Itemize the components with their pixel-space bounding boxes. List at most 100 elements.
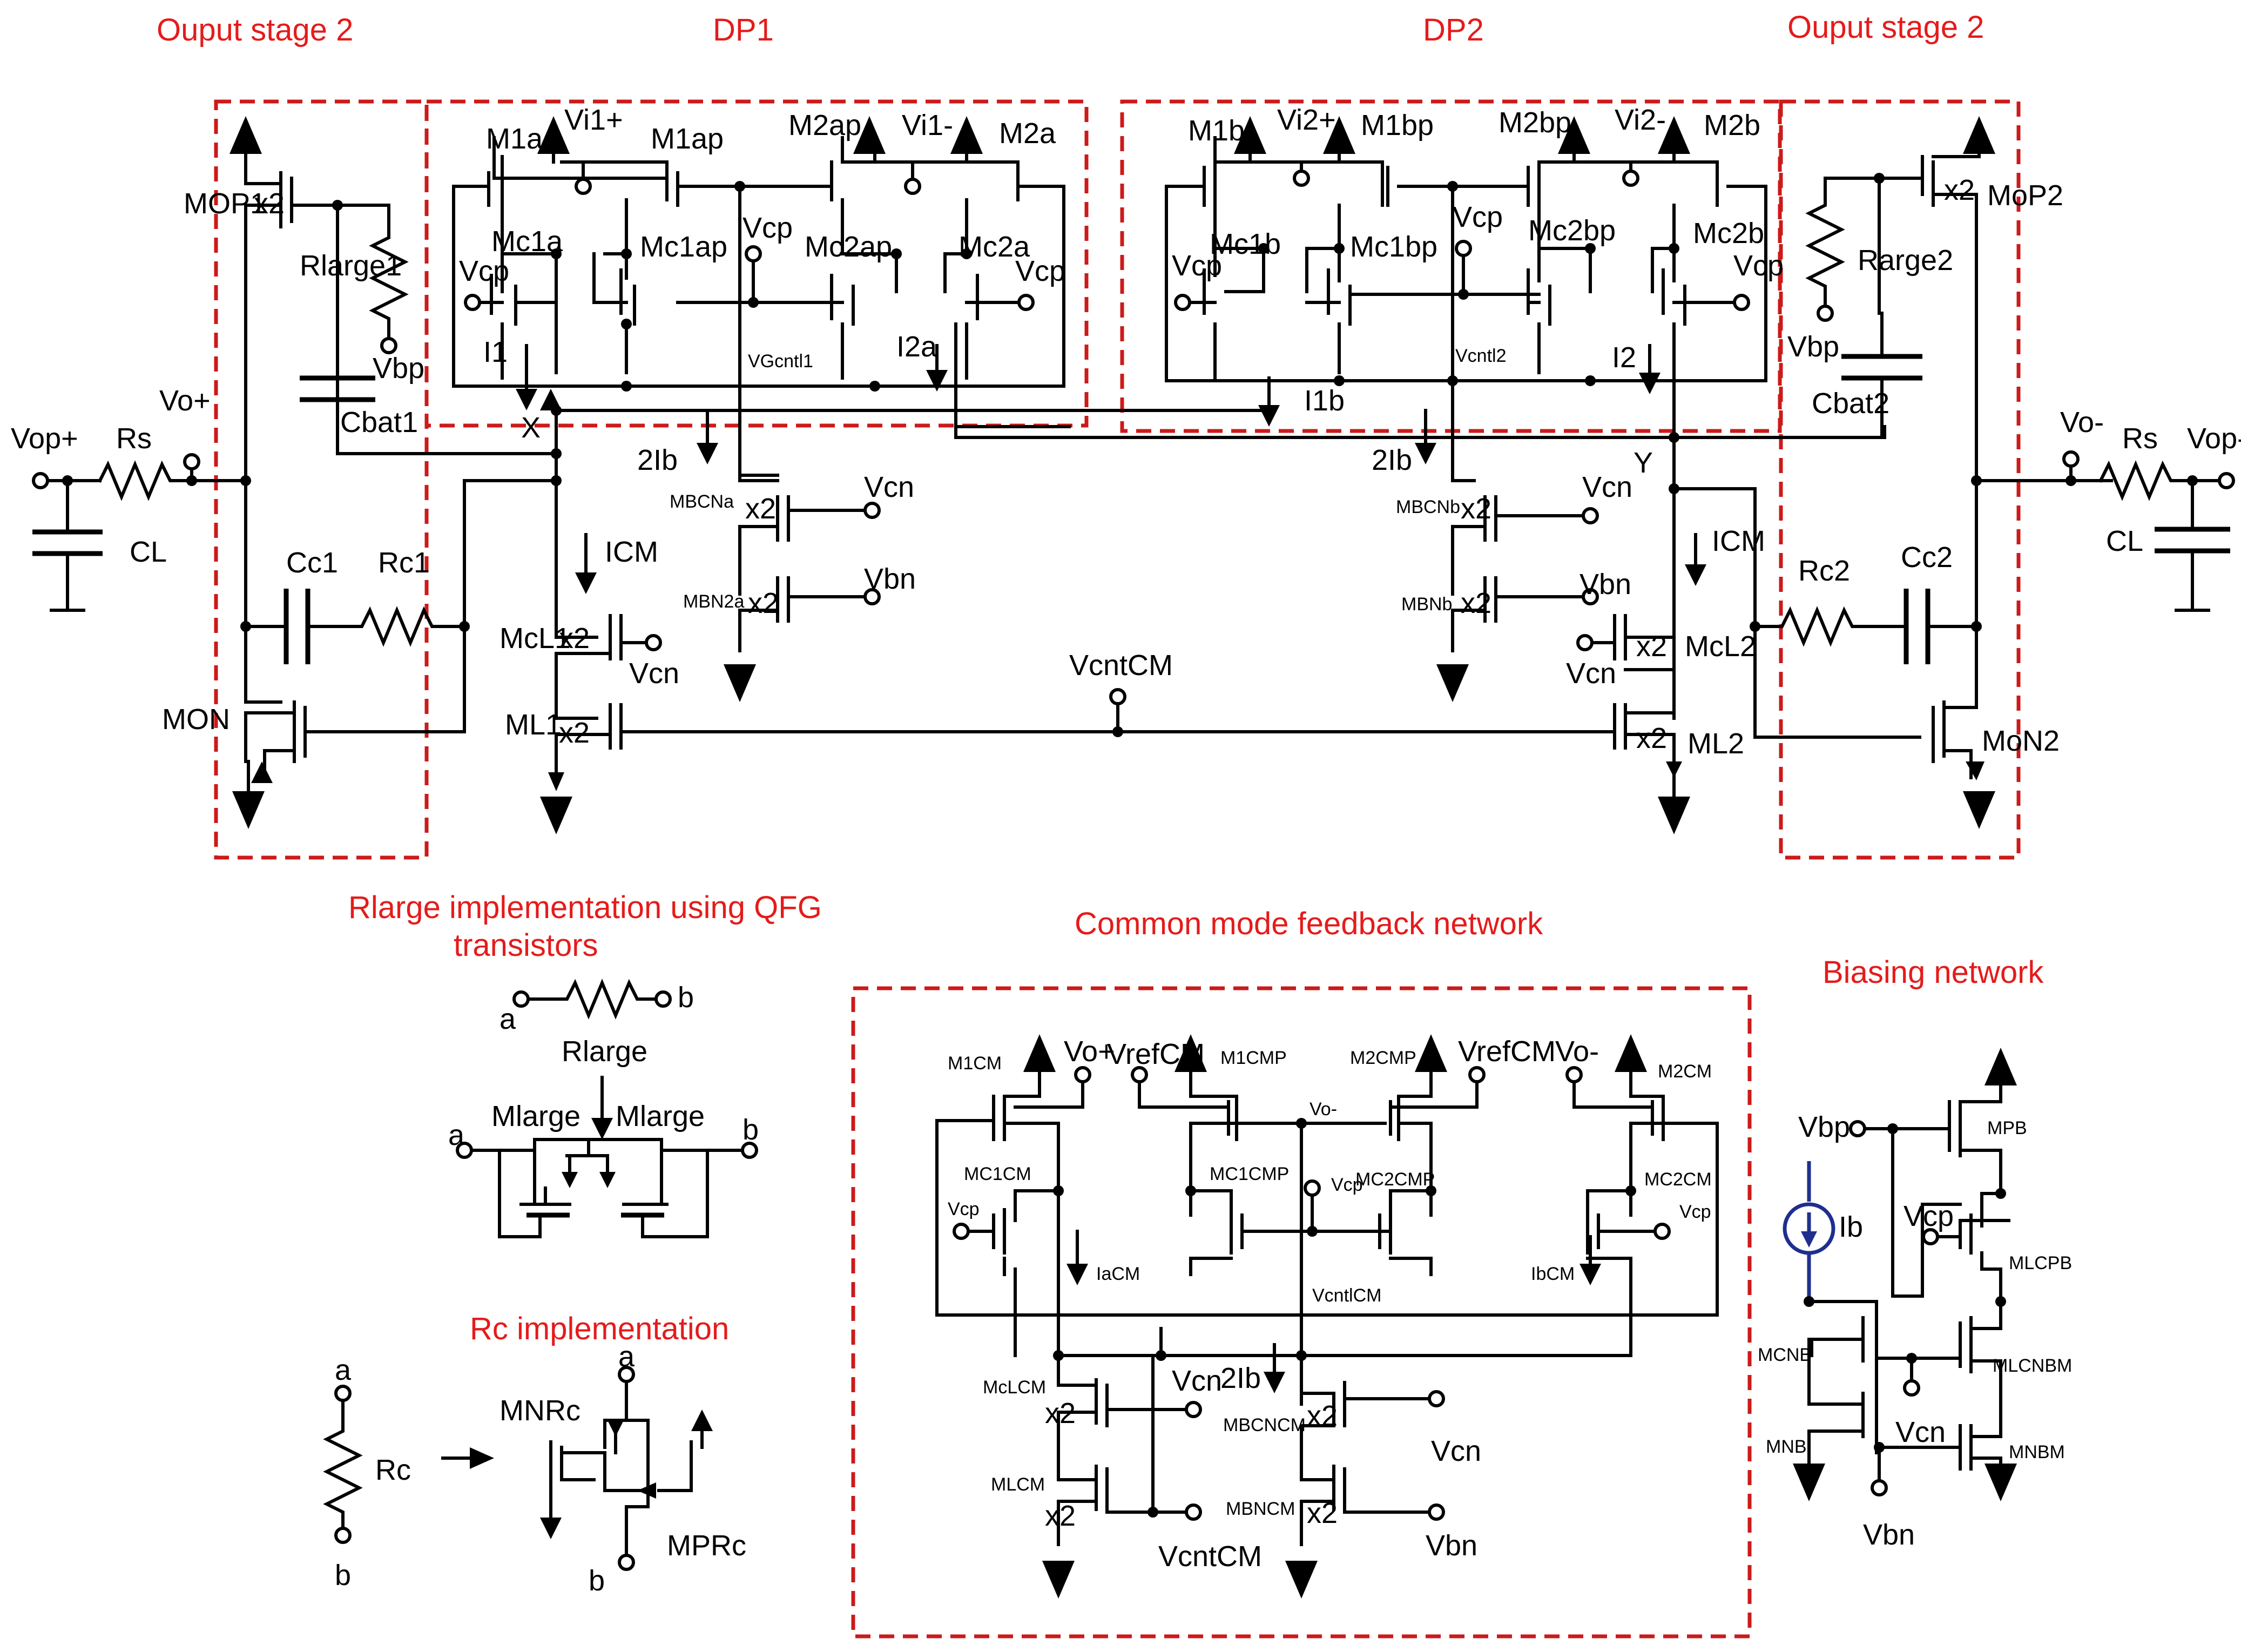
title-output-stage-right: Ouput stage 2: [1787, 10, 1984, 45]
label-m2cmp: M2CMP: [1350, 1048, 1416, 1068]
label-m1bp: M1bp: [1361, 109, 1434, 141]
rc-impl-terminal-b[interactable]: [618, 1554, 635, 1571]
rc-terminal-a[interactable]: [334, 1385, 352, 1402]
vrefcm-terminal-right[interactable]: [1468, 1066, 1486, 1083]
vcp-terminal-cmfb-right[interactable]: [1653, 1223, 1671, 1240]
vbp-terminal-bias[interactable]: [1849, 1120, 1866, 1137]
label-vi1m: Vi1-: [902, 109, 953, 141]
vcp-terminal-dp2-left[interactable]: [1174, 294, 1191, 311]
label-mbncm: MBNCM: [1226, 1499, 1295, 1519]
label-vcntcm-main: VcntCM: [1069, 649, 1173, 682]
title-output-stage-left: Ouput stage 2: [157, 12, 353, 48]
label-mlcpb: MLCPB: [2009, 1253, 2072, 1273]
vcp-terminal-dp1-right[interactable]: [1017, 294, 1035, 311]
vcn-terminal-mbcncm[interactable]: [1428, 1390, 1445, 1407]
label-vop-plus: Vop+: [11, 422, 78, 455]
label-rc-b: b: [335, 1559, 351, 1592]
label-vbp-right: Vbp: [1787, 331, 1839, 363]
label-x: X: [521, 412, 541, 444]
label-cbat2: Cbat2: [1812, 387, 1889, 420]
label-2ib-cmfb: 2Ib: [1220, 1362, 1261, 1394]
label-rs-right: Rs: [2122, 422, 2158, 455]
label-rc2: Rc2: [1798, 555, 1850, 587]
vbn-terminal-mbncm[interactable]: [1428, 1503, 1445, 1521]
vbn-terminal-mbnb[interactable]: [1582, 588, 1599, 605]
rc-implementation: [323, 1366, 713, 1571]
vi1m-terminal[interactable]: [904, 178, 921, 195]
cmfb-network: [935, 1034, 1719, 1599]
label-vcntl2: Vcntl2: [1455, 346, 1507, 366]
rlarge-terminal-b[interactable]: [654, 990, 672, 1008]
vcn-terminal-mcl1[interactable]: [645, 634, 662, 651]
vcntcm-terminal-cmfb[interactable]: [1185, 1503, 1202, 1521]
label-mon2: MoN2: [1982, 725, 2060, 757]
label-mclcm-x2: x2: [1045, 1397, 1076, 1430]
vo-plus-terminal-cmfb[interactable]: [1074, 1066, 1091, 1083]
label-m1b: M1b: [1188, 114, 1245, 147]
label-vcp-dp2-left: Vcp: [1172, 250, 1222, 282]
vcp-terminal-cmfb-mid[interactable]: [1304, 1179, 1321, 1197]
rc-terminal-b[interactable]: [334, 1527, 352, 1544]
vcn-terminal-bias[interactable]: [1903, 1379, 1920, 1397]
label-vcp-bias: Vcp: [1904, 1200, 1954, 1232]
label-m1ap: M1ap: [651, 123, 724, 155]
label-vcn-mclcm: Vcn: [1172, 1365, 1222, 1397]
label-cc1: Cc1: [286, 547, 338, 579]
label-mbnb: MBNb: [1401, 594, 1452, 615]
label-vbn-bias: Vbn: [1863, 1519, 1915, 1551]
label-icm-left: ICM: [605, 536, 658, 568]
label-mop2-x2: x2: [1944, 174, 1975, 206]
label-mon: MON: [162, 703, 230, 736]
vop-minus-terminal[interactable]: [2218, 472, 2235, 489]
vcn-terminal-mbcnb[interactable]: [1582, 507, 1599, 524]
label-rlarge2: Rarge2: [1858, 244, 1953, 277]
vbn-terminal-mbn2a[interactable]: [863, 588, 881, 605]
label-i2: I2: [1612, 341, 1636, 374]
label-vrefcm-left: VrefCM: [1107, 1038, 1205, 1070]
vo-minus-terminal-cmfb[interactable]: [1565, 1066, 1583, 1083]
label-vbp-left: Vbp: [373, 352, 424, 385]
vo-plus-terminal[interactable]: [183, 453, 200, 470]
label-vcn-mbcncm: Vcn: [1431, 1435, 1481, 1467]
box-dp1: [424, 99, 1089, 428]
vbp-terminal-right[interactable]: [1817, 305, 1834, 322]
mlarge-terminal-b[interactable]: [741, 1142, 758, 1159]
title-rc-impl: Rc implementation: [470, 1311, 729, 1346]
label-mclcm: McLCM: [983, 1377, 1046, 1398]
label-vi2p: Vi2+: [1277, 104, 1336, 136]
vcp-terminal-dp2-mid[interactable]: [1455, 240, 1472, 257]
rlarge-terminal-a[interactable]: [512, 990, 530, 1008]
label-mop1: MOP1: [184, 187, 266, 220]
vbp-terminal-left[interactable]: [380, 337, 397, 354]
label-vcp-dp1-right: Vcp: [1015, 255, 1065, 287]
label-mprc: MPRc: [667, 1529, 746, 1562]
vcn-terminal-mclcm[interactable]: [1185, 1401, 1202, 1418]
label-vcp-dp2-mid: Vcp: [1453, 201, 1503, 233]
vi2m-terminal[interactable]: [1622, 170, 1639, 187]
vi1p-terminal[interactable]: [575, 178, 592, 195]
label-mbcnb: MBCNb: [1396, 497, 1460, 517]
vop-plus-terminal[interactable]: [32, 472, 49, 489]
vcntcm-terminal-main[interactable]: [1109, 688, 1126, 705]
label-mlarge-left: Mlarge: [491, 1100, 580, 1132]
vcp-terminal-cmfb-left[interactable]: [953, 1223, 970, 1240]
vcn-terminal-mbcna[interactable]: [863, 502, 881, 519]
title-dp1: DP1: [713, 12, 774, 48]
vcp-terminal-dp2-right[interactable]: [1733, 294, 1750, 311]
label-ib: Ib: [1839, 1211, 1863, 1243]
label-ml1: ML1: [505, 709, 562, 741]
vo-minus-terminal[interactable]: [2062, 450, 2080, 468]
vi2p-terminal[interactable]: [1293, 170, 1310, 187]
label-m2ap: M2ap: [788, 109, 861, 141]
label-vcp-dp2-right: Vcp: [1733, 250, 1784, 282]
vbn-terminal-bias[interactable]: [1871, 1479, 1888, 1496]
vcp-terminal-dp1-left[interactable]: [464, 294, 481, 311]
label-rs-left: Rs: [116, 422, 152, 455]
label-m2cm: M2CM: [1658, 1061, 1712, 1082]
vcp-terminal-dp1-mid[interactable]: [745, 245, 762, 262]
label-mc1b: Mc1b: [1210, 228, 1281, 260]
label-2ib-left: 2Ib: [637, 444, 678, 476]
label-cbat1: Cbat1: [340, 406, 418, 439]
vcn-terminal-mcl2-upper[interactable]: [1576, 634, 1594, 651]
